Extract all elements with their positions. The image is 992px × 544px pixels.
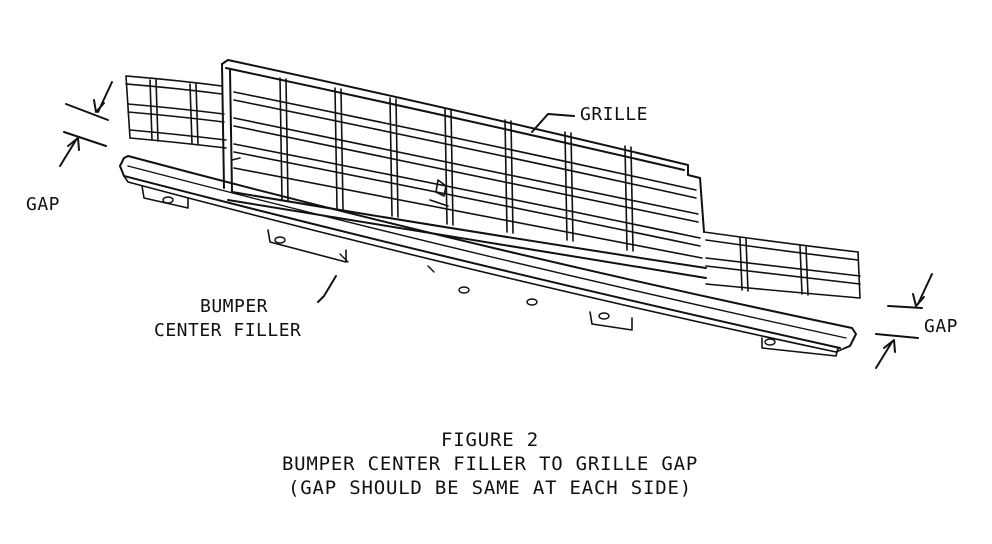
gap-label-left: GAP (26, 194, 61, 215)
grille-leader-line (531, 113, 575, 133)
gap-arrow-right-top (912, 293, 925, 307)
bumper-label-line1: BUMPER (200, 296, 269, 317)
gap-label-right: GAP (924, 316, 959, 337)
caption-title: BUMPER CENTER FILLER TO GRILLE GAP (281, 453, 699, 475)
grille-vertical-bars (279, 77, 634, 252)
grille-label: GRILLE (580, 104, 649, 125)
bumper-leader-line (317, 275, 337, 303)
caption-figure-number: FIGURE 2 (441, 429, 539, 451)
grille-center-clip (429, 179, 449, 207)
bumper-center-filler (119, 155, 857, 357)
grille-left-extension (125, 75, 241, 161)
gap-dimension-right (875, 273, 933, 369)
grille-horizontal-bars (233, 91, 703, 259)
figure-caption: FIGURE 2 BUMPER CENTER FILLER TO GRILLE … (0, 428, 980, 500)
grille-right-extension (703, 231, 861, 299)
bumper-label-line2: CENTER FILLER (154, 320, 302, 341)
grille-frame (221, 59, 707, 279)
gap-arrow-right-bottom (883, 339, 896, 353)
gap-dimension-left (59, 81, 113, 167)
gap-arrow-left-top (93, 99, 105, 113)
caption-note: (GAP SHOULD BE SAME AT EACH SIDE) (288, 477, 692, 499)
gap-arrow-left-bottom (67, 137, 80, 151)
